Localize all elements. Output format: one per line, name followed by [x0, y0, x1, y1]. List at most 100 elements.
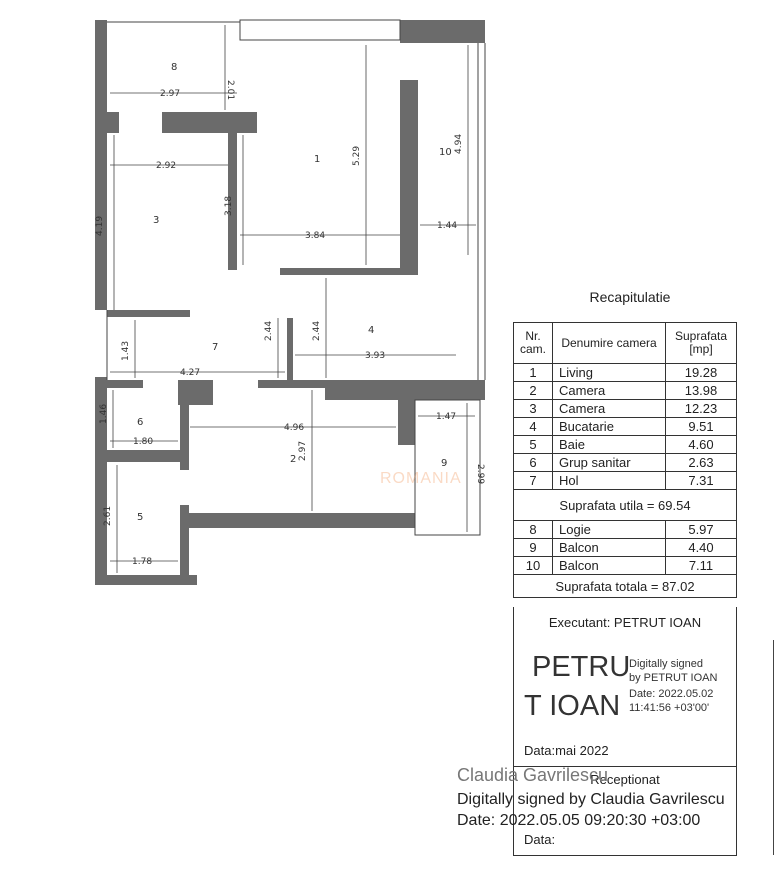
dim-label: 4.27 — [180, 368, 200, 378]
room-number: 3 — [153, 215, 159, 226]
cell-name: Camera — [552, 381, 666, 400]
useful-total: Suprafata utila = 69.54 — [513, 489, 737, 521]
table-header: Nr. cam. Denumire camera Suprafata [mp] — [513, 322, 737, 364]
cell-name: Balcon — [552, 556, 666, 575]
cell-nr: 9 — [513, 538, 553, 557]
receptionat-label: Receptionat — [590, 772, 660, 787]
dim-label: 1.43 — [121, 341, 131, 361]
dim-label: 2.61 — [103, 506, 113, 526]
dim-label: 3.93 — [365, 351, 385, 361]
cell-name: Logie — [552, 520, 666, 539]
signer-name: Claudia Gavrilescu — [457, 765, 609, 785]
signer-signed: Digitally signed by Claudia Gavrilescu — [457, 791, 725, 808]
room-number: 7 — [212, 342, 218, 353]
dim-label: 4.19 — [95, 216, 105, 236]
cell-nr: 5 — [513, 435, 553, 454]
signature-detail: 11:41:56 +03'00' — [629, 702, 710, 714]
dim-label: 2.01 — [225, 80, 235, 100]
dim-label: 2.97 — [298, 441, 308, 461]
col-header: Suprafata [mp] — [665, 322, 737, 364]
cell-name: Living — [552, 363, 666, 382]
signature-detail: Date: 2022.05.02 — [629, 688, 714, 700]
dim-label: 1.80 — [133, 437, 153, 447]
cell-area: 12.23 — [665, 399, 737, 418]
grand-total: Suprafata totala = 87.02 — [513, 574, 737, 598]
room-numbers: 1 2 3 4 5 6 7 8 9 10 — [137, 62, 452, 523]
room-number: 1 — [314, 154, 320, 165]
watermark: ROMANIA — [380, 470, 462, 487]
room-number: 5 — [137, 512, 143, 523]
divider — [514, 766, 736, 767]
cell-name: Camera — [552, 399, 666, 418]
room-number: 8 — [171, 62, 177, 73]
dim-label: 2.97 — [160, 89, 180, 99]
cell-nr: 2 — [513, 381, 553, 400]
date-label-2: Data: — [524, 832, 556, 847]
cell-name: Hol — [552, 471, 666, 490]
cell-nr: 7 — [513, 471, 553, 490]
recap-table: Nr. cam. Denumire camera Suprafata [mp] … — [513, 322, 737, 598]
cell-nr: 6 — [513, 453, 553, 472]
dim-label: 2.44 — [312, 321, 322, 341]
cell-area: 2.63 — [665, 453, 737, 472]
dim-label: 2.92 — [156, 161, 176, 171]
cell-area: 7.31 — [665, 471, 737, 490]
dim-label: 1.44 — [437, 221, 457, 231]
room-number: 9 — [441, 458, 447, 469]
cell-nr: 8 — [513, 520, 553, 539]
cell-name: Baie — [552, 435, 666, 454]
cell-area: 4.40 — [665, 538, 737, 557]
room-number: 2 — [290, 454, 296, 465]
outlines — [106, 19, 486, 536]
recap-title: Recapitulatie — [589, 289, 671, 305]
executant: Executant: PETRUT IOAN — [548, 615, 702, 630]
cell-area: 4.60 — [665, 435, 737, 454]
signature-name: T IOAN — [524, 690, 621, 722]
dim-label: 2.44 — [264, 321, 274, 341]
signer-date: Date: 2022.05.05 09:20:30 +03:00 — [457, 812, 701, 829]
dim-label: 1.46 — [99, 404, 109, 424]
cell-nr: 1 — [513, 363, 553, 382]
dim-label: 3.84 — [305, 231, 325, 241]
room-number: 10 — [439, 147, 452, 158]
cell-name: Bucatarie — [552, 417, 666, 436]
col-header: Denumire camera — [552, 322, 666, 364]
dim-label: 2.99 — [475, 464, 485, 484]
cell-area: 19.28 — [665, 363, 737, 382]
dim-label: 3.18 — [224, 196, 234, 216]
signature-detail: by PETRUT IOAN — [629, 672, 718, 684]
dimension-labels: 2.97 2.01 2.92 4.19 3.18 3.84 5.29 4.94 … — [95, 80, 485, 567]
cell-nr: 3 — [513, 399, 553, 418]
room-number: 4 — [368, 325, 374, 336]
cell-name: Balcon — [552, 538, 666, 557]
dim-label: 1.47 — [436, 412, 456, 422]
dim-label: 1.78 — [132, 557, 152, 567]
cell-nr: 4 — [513, 417, 553, 436]
dim-label: 4.96 — [284, 423, 304, 433]
cell-area: 5.97 — [665, 520, 737, 539]
signature-name: PETRU — [532, 651, 631, 683]
cell-nr: 10 — [513, 556, 553, 575]
cell-area: 7.11 — [665, 556, 737, 575]
signature-box: Executant: PETRUT IOAN PETRU T IOAN Digi… — [513, 607, 737, 856]
dim-label: 5.29 — [352, 146, 362, 166]
cell-name: Grup sanitar — [552, 453, 666, 472]
dimension-lines — [110, 25, 476, 573]
dim-label: 4.94 — [454, 134, 464, 154]
walls — [95, 20, 485, 585]
signature-detail: Digitally signed — [629, 658, 703, 670]
date-label: Data:mai 2022 — [524, 743, 609, 758]
cell-area: 9.51 — [665, 417, 737, 436]
col-header: Nr. cam. — [513, 322, 553, 364]
room-number: 6 — [137, 417, 143, 428]
